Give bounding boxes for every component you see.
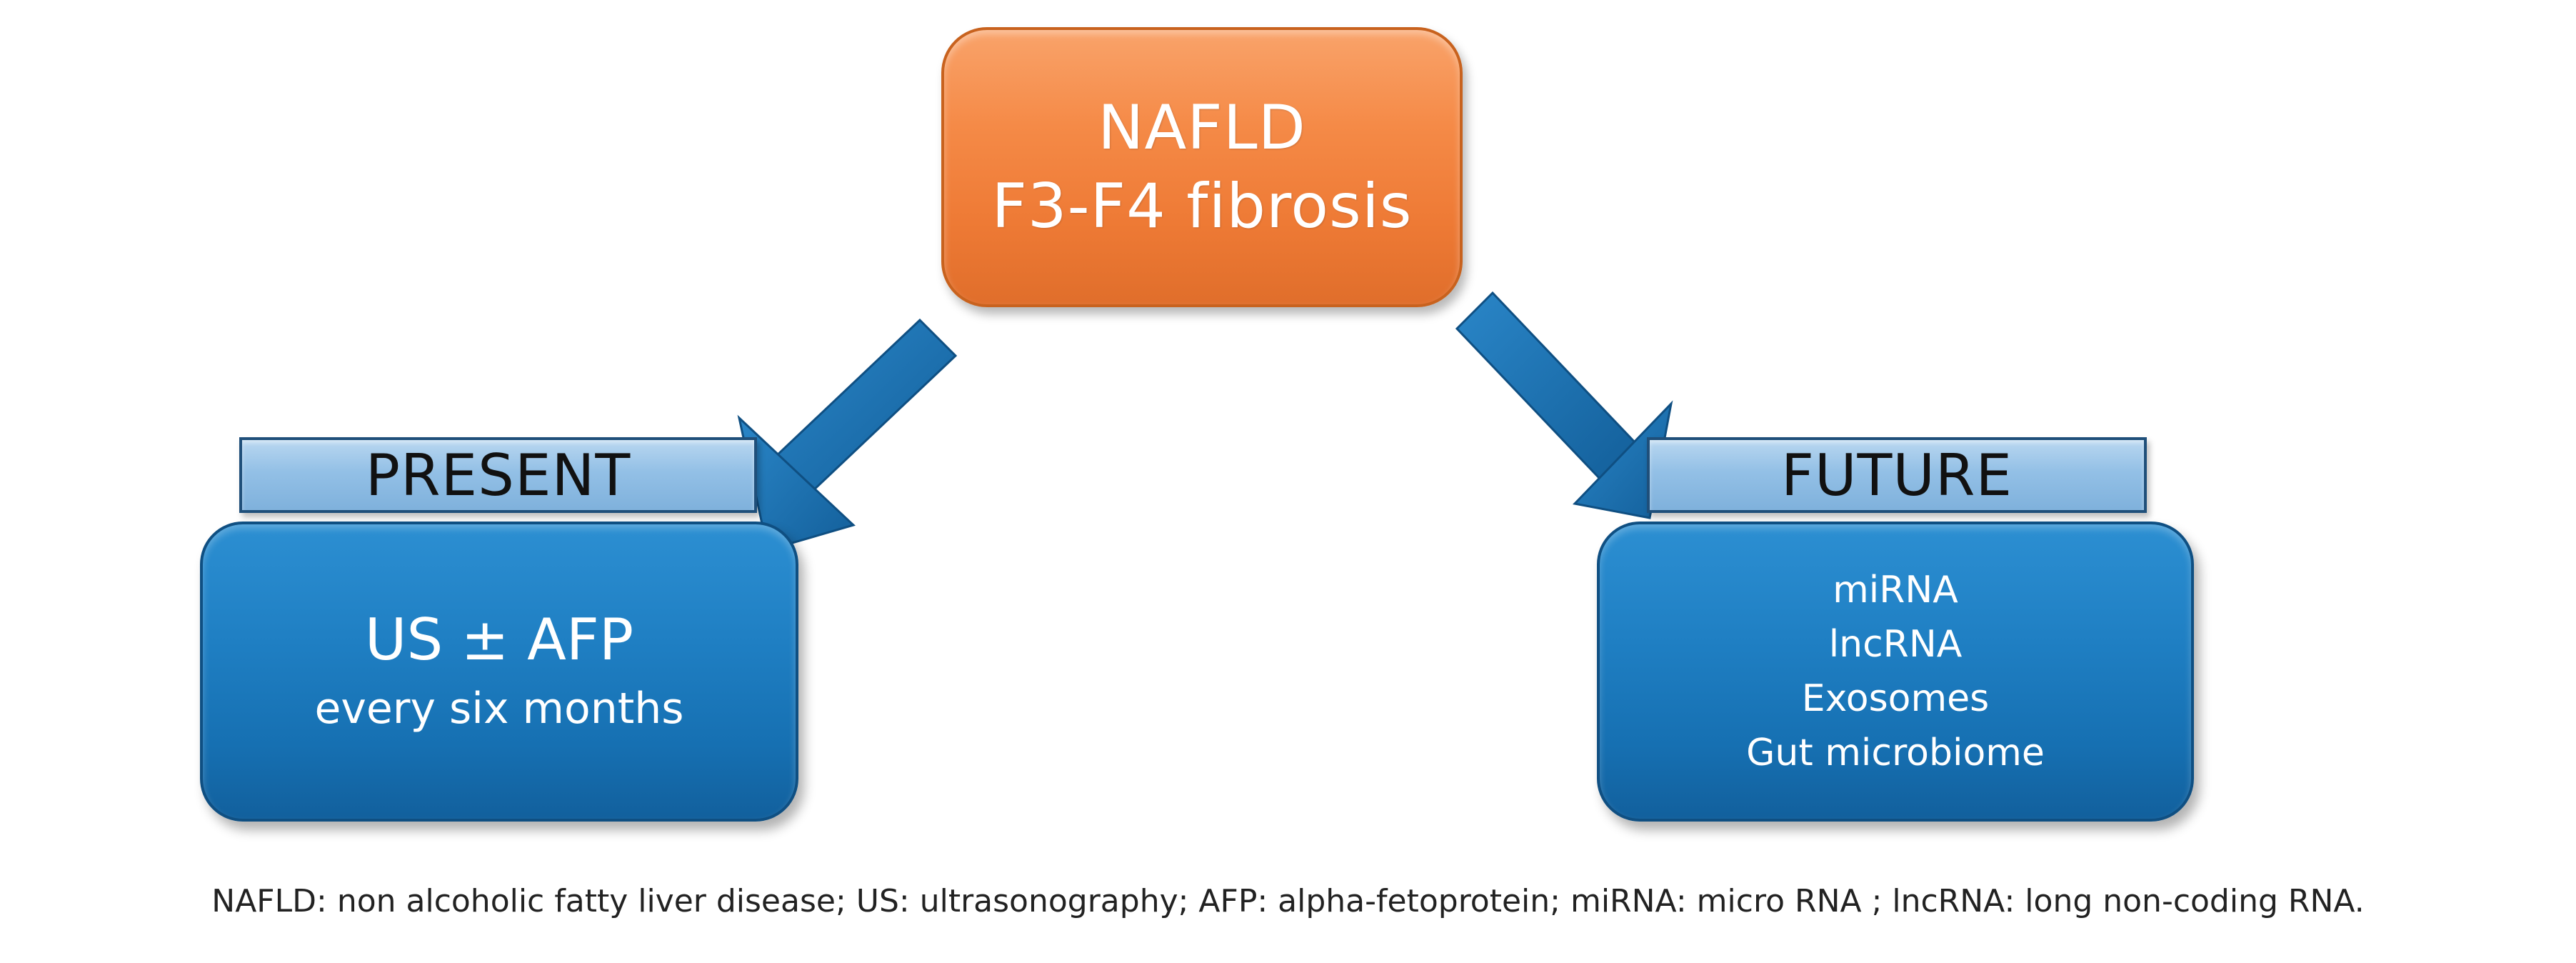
present-line-1: US ± AFP bbox=[364, 607, 634, 673]
future-item-gut-microbiome: Gut microbiome bbox=[1746, 732, 2045, 774]
present-panel: US ± AFP every six months bbox=[200, 522, 798, 822]
figure-caption: NAFLD: non alcoholic fatty liver disease… bbox=[211, 883, 2365, 919]
present-line-2: every six months bbox=[314, 684, 684, 734]
future-item-exosomes: Exosomes bbox=[1801, 677, 1990, 720]
nafld-root-box: NAFLD F3-F4 fibrosis bbox=[941, 27, 1463, 307]
arrow-to-future-shaft bbox=[1455, 291, 1638, 481]
arrow-to-present-shaft bbox=[773, 318, 958, 495]
future-item-lncrna: lncRNA bbox=[1828, 623, 1963, 666]
arrow-to-present bbox=[737, 318, 958, 552]
future-panel: miRNA lncRNA Exosomes Gut microbiome bbox=[1597, 522, 2194, 822]
root-line-2: F3-F4 fibrosis bbox=[991, 171, 1413, 242]
root-line-1: NAFLD bbox=[1098, 92, 1306, 164]
arrow-to-future bbox=[1455, 291, 1673, 519]
present-tab: PRESENT bbox=[239, 437, 757, 513]
future-item-mirna: miRNA bbox=[1833, 569, 1958, 612]
future-tab: FUTURE bbox=[1647, 437, 2147, 513]
